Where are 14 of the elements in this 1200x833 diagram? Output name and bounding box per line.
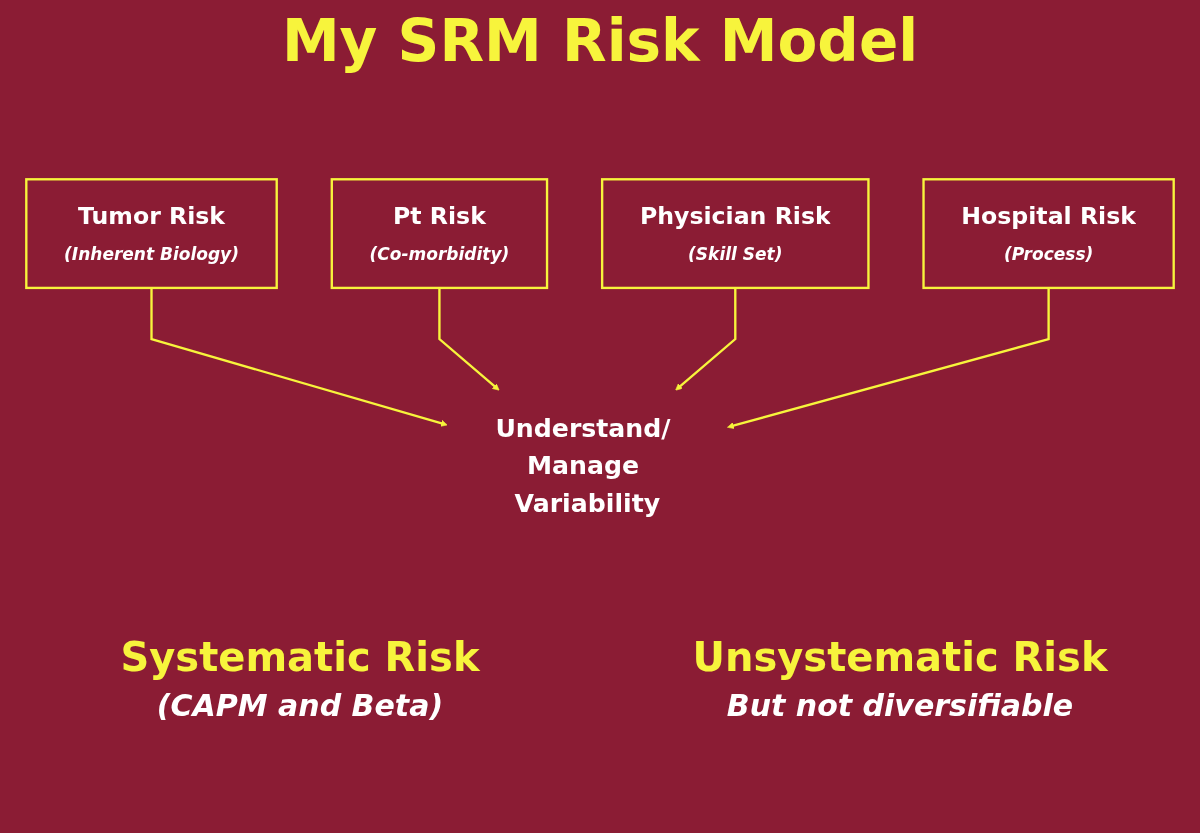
node-box: Physician Risk (Skill Set)	[600, 177, 870, 289]
arrow	[438, 287, 500, 391]
node-box: Pt Risk (Co-morbidity)	[330, 177, 549, 289]
heading-label: Unsystematic Risk	[692, 634, 1108, 680]
subtitle-label: But not diversifiable	[726, 688, 1074, 723]
arrow	[675, 287, 737, 391]
subtitle-label: (CAPM and Beta)	[156, 688, 444, 723]
title: My SRM Risk Model	[281, 8, 919, 75]
node-box: Hospital Risk (Process)	[922, 177, 1175, 289]
node-text: Understand/ Manage Variability	[495, 412, 671, 519]
node-box: Tumor Risk (Inherent Biology)	[25, 177, 278, 289]
arrow	[727, 287, 1050, 429]
heading-label: Systematic Risk	[120, 634, 480, 680]
arrow	[150, 287, 448, 427]
